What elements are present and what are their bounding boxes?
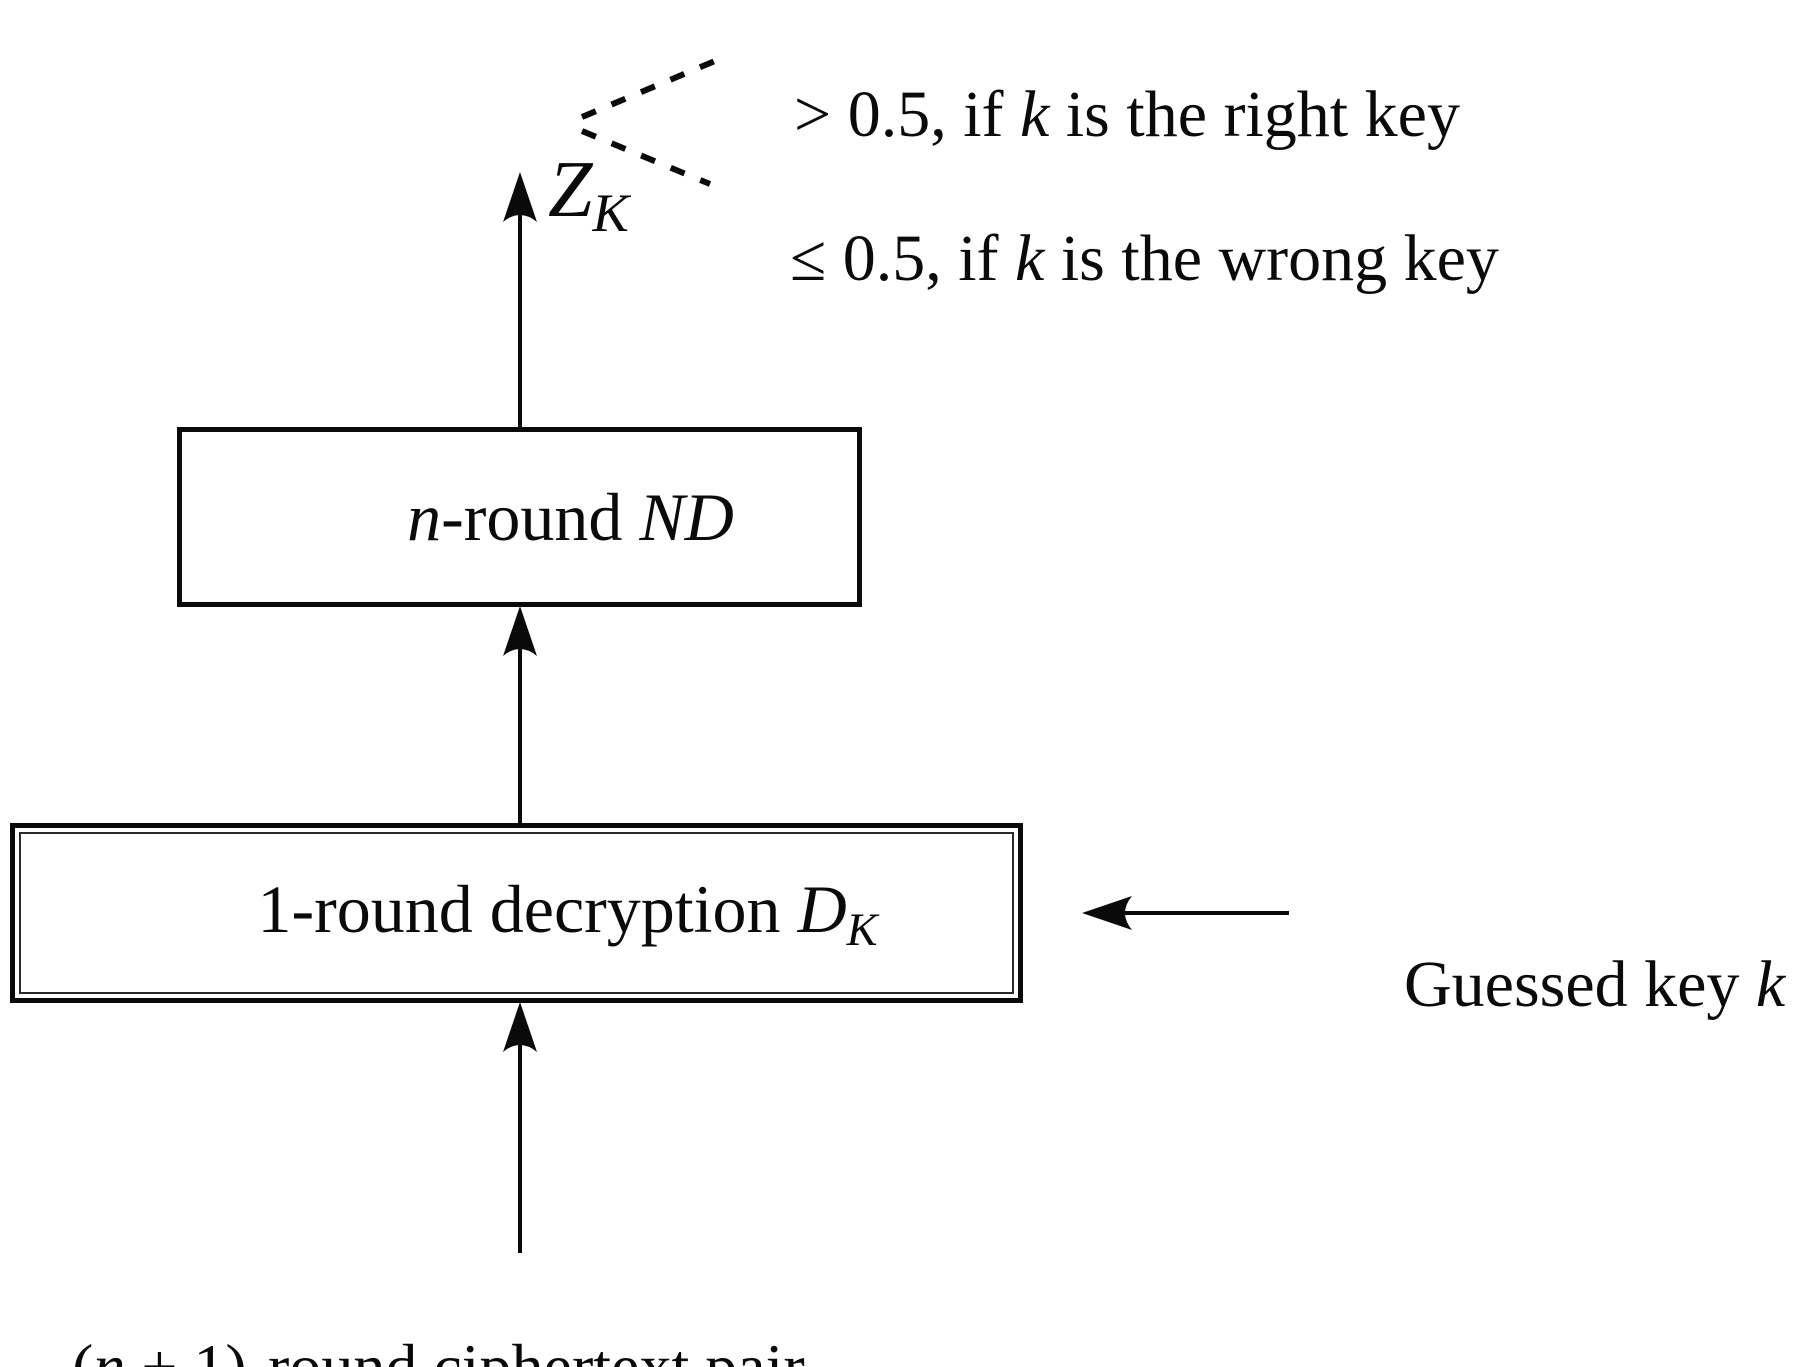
arrow-input-to-decrypt [503,1002,537,1253]
branch-wrong-key-variable: k [1015,221,1045,295]
branch-wrong-key-suffix: is the wrong key [1044,221,1499,295]
ciphertext-pair-suffix: + 1)-round ciphertext pair [125,1331,805,1367]
nd-box-middle-text: -round [441,478,640,555]
output-score-symbol: Z [548,146,593,234]
branch-right-key-prefix: > 0.5, if [794,77,1021,151]
branch-right-key-suffix: is the right key [1049,77,1460,151]
arrowhead-up-icon [503,172,537,222]
guessed-key-variable: k [1755,947,1786,1021]
nd-box-variable: n [407,478,442,555]
decrypt-box: 1-round decryption DK [10,823,1023,1003]
dashed-line-upper [580,55,724,120]
arrow-nd-to-output [503,172,537,427]
decrypt-box-label: 1-round decryption DK [155,791,877,1036]
ciphertext-pair-variable: n [93,1331,126,1367]
guessed-key-label: Guessed key k [1338,876,1785,1094]
dashed-line-lower [580,128,712,187]
output-score-label: ZK [468,70,629,321]
nd-box-label: n-round ND [305,399,734,636]
arrow-guessed-key-to-decrypt [1082,896,1289,930]
nd-box: n-round ND [177,427,862,607]
branch-right-key-label: > 0.5, if k is the right key [728,6,1460,224]
decrypt-box-variable: D [797,870,847,947]
nd-box-name: ND [639,478,734,555]
branch-wrong-key-prefix: ≤ 0.5, if [790,221,1016,295]
decrypt-box-prefix: 1-round decryption [257,870,798,947]
branch-wrong-key-label: ≤ 0.5, if k is the wrong key [724,150,1499,368]
branch-right-key-variable: k [1020,77,1050,151]
guessed-key-text: Guessed key [1404,947,1756,1021]
arrowhead-left-icon [1082,896,1132,930]
branch-dashed-lines [580,55,724,187]
arrowhead-up-icon [503,606,537,656]
ciphertext-pair-paren: ( [72,1331,94,1367]
output-score-subscript: K [592,183,629,244]
ciphertext-pair-label: (n + 1)-round ciphertext pair [8,1262,805,1367]
arrow-decrypt-to-nd [503,606,537,823]
decrypt-box-subscript: K [846,904,878,956]
arrowhead-up-icon [503,1002,537,1052]
